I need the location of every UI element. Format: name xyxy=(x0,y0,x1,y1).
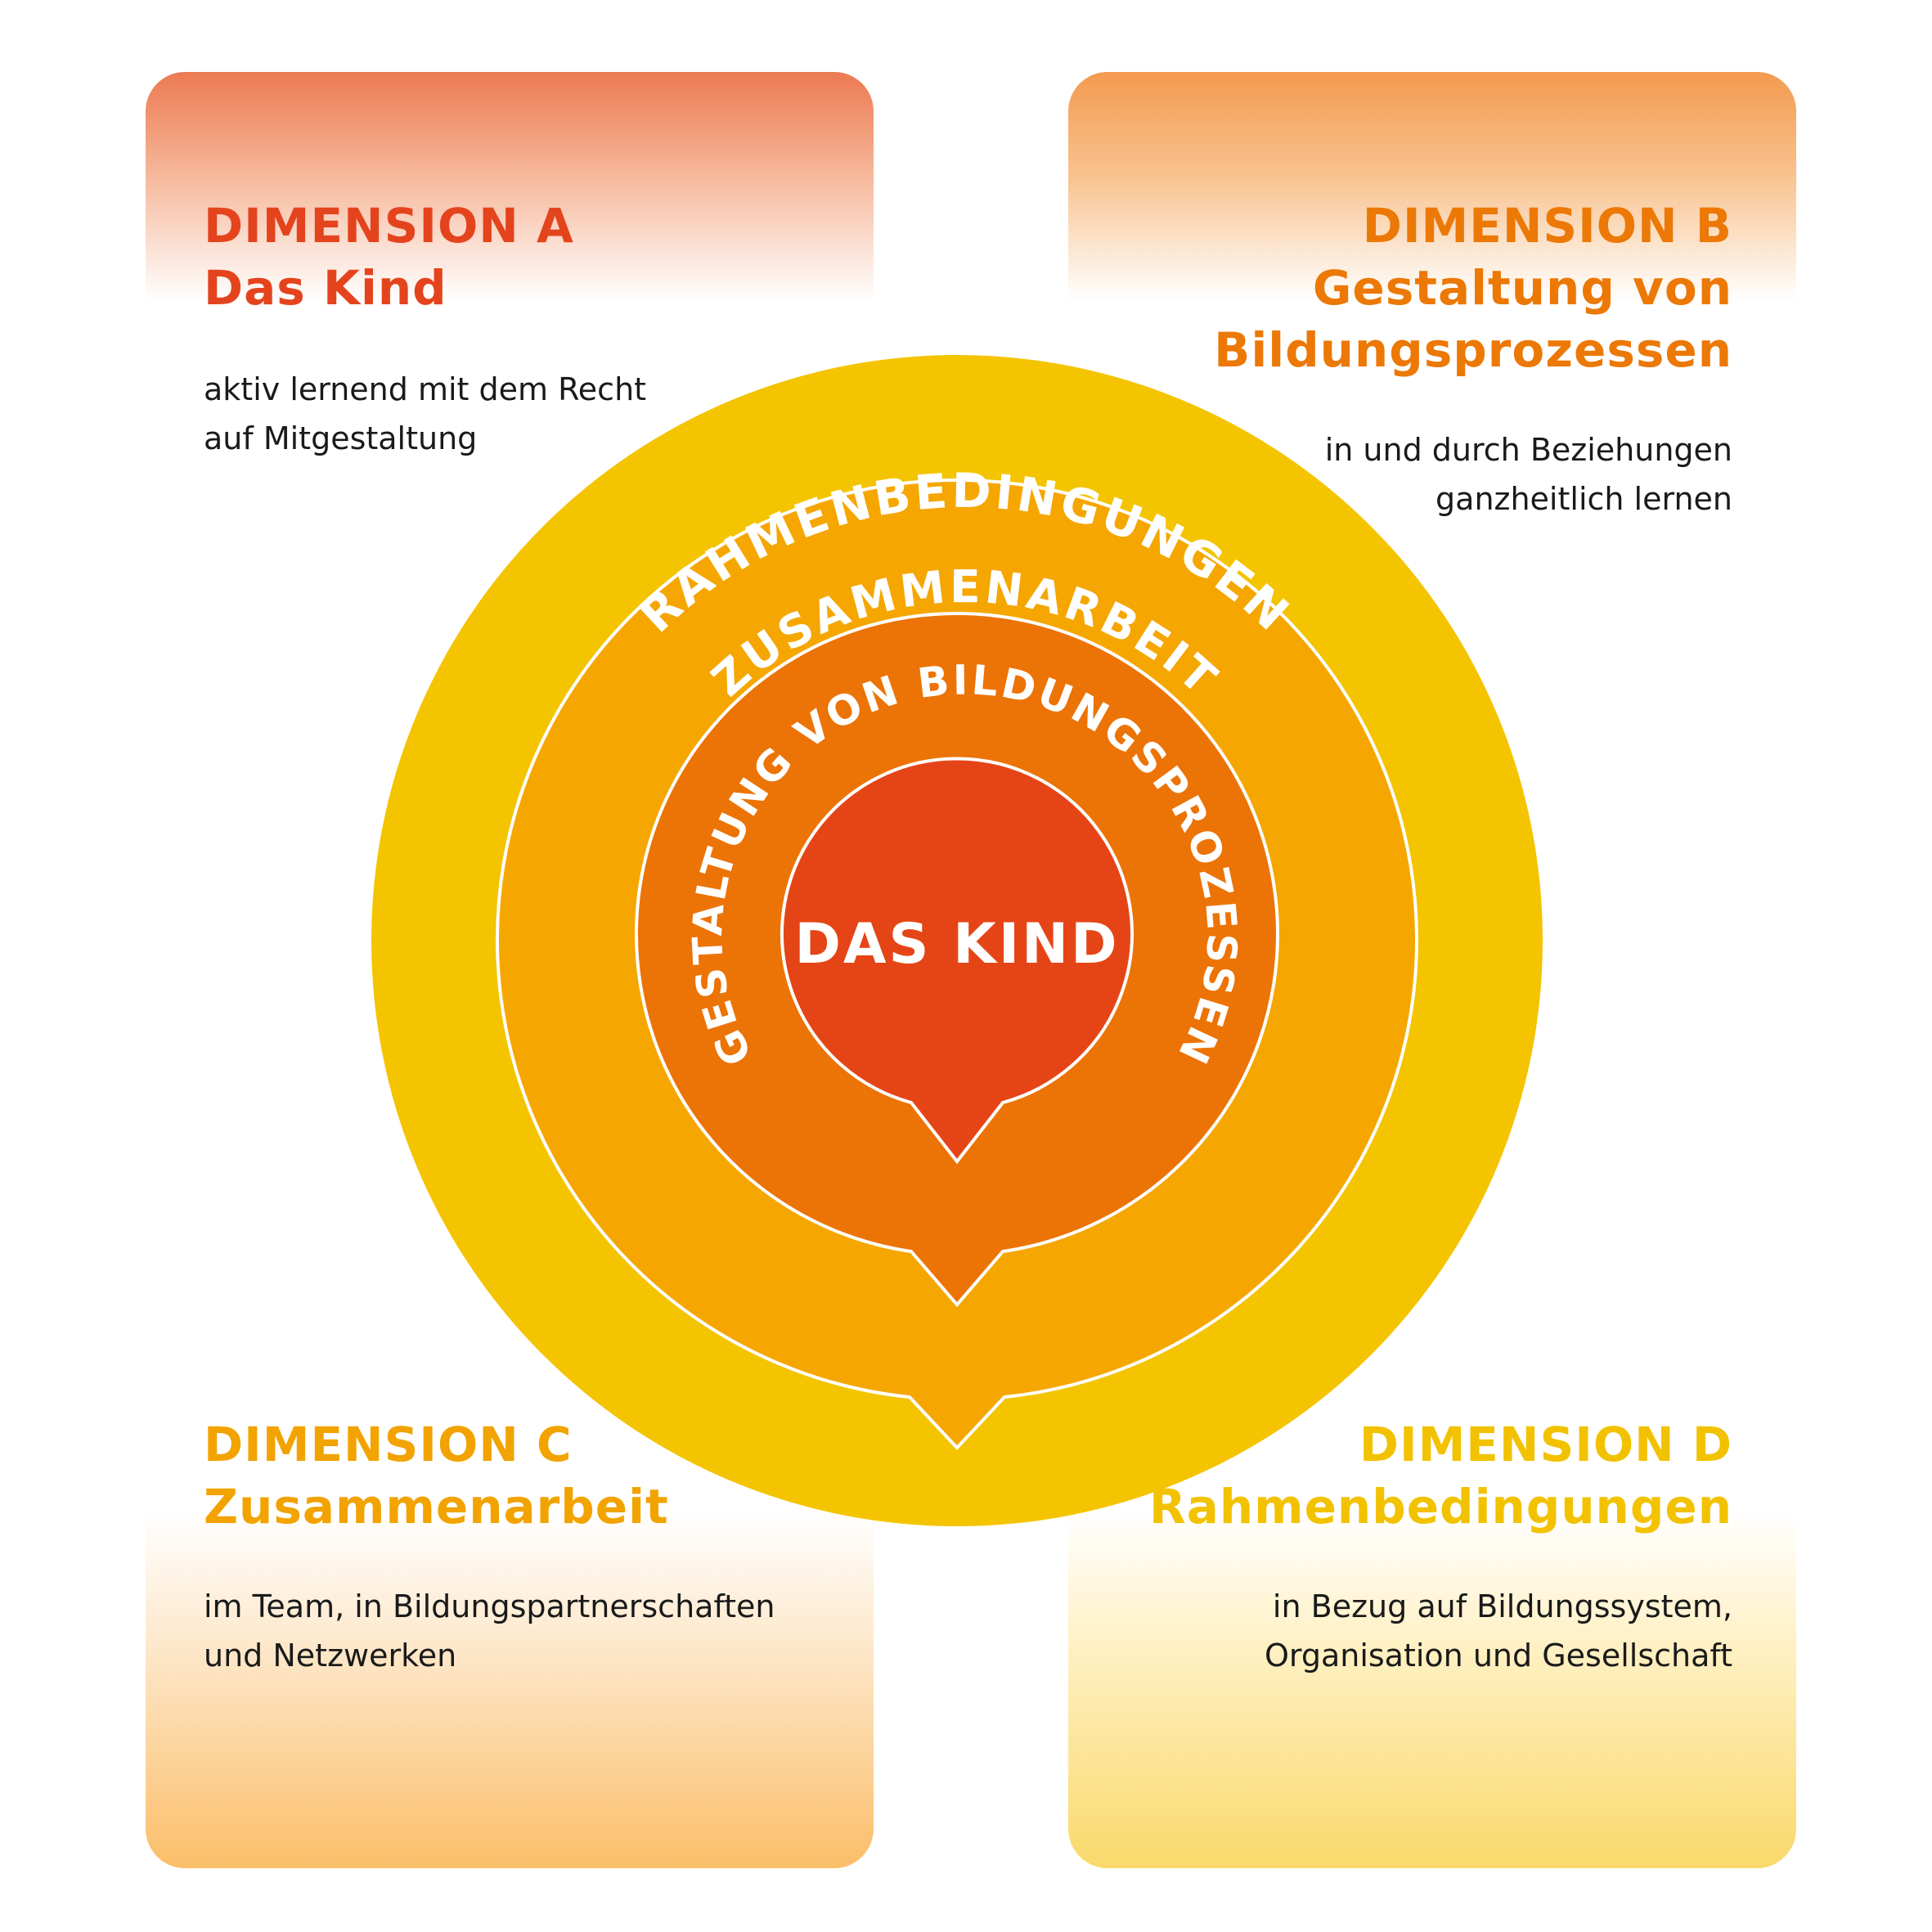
dimension-d-desc-line: in Bezug auf Bildungssystem, xyxy=(1272,1588,1732,1624)
dimension-a-heading: DIMENSION A Das Kind xyxy=(204,195,574,319)
dimension-b-heading: DIMENSION B Gestaltung von Bildungsproze… xyxy=(1214,195,1732,381)
dimension-d-label: DIMENSION D xyxy=(1359,1417,1732,1472)
dimension-c-desc-line: und Netzwerken xyxy=(204,1638,457,1674)
center-das-kind xyxy=(780,757,1134,1165)
dimension-b-desc-line: in und durch Beziehungen xyxy=(1324,432,1732,468)
dimension-b-title: Bildungsprozessen xyxy=(1214,322,1732,378)
dimension-b-description: in und durch Beziehungen ganzheitlich le… xyxy=(1325,425,1732,523)
dimension-d-title: Rahmenbedingungen xyxy=(1149,1479,1732,1534)
dimension-c-heading: DIMENSION C Zusammenarbeit xyxy=(204,1413,669,1538)
dimension-c-description: im Team, in Bildungspartnerschaften und … xyxy=(204,1582,775,1680)
dimension-a-label: DIMENSION A xyxy=(204,198,574,254)
dimension-b-desc-line: ganzheitlich lernen xyxy=(1436,481,1732,517)
dimension-a-title: Das Kind xyxy=(204,260,447,316)
dimension-a-description: aktiv lernend mit dem Recht auf Mitgesta… xyxy=(204,365,646,463)
dimension-d-description: in Bezug auf Bildungssystem, Organisatio… xyxy=(1265,1582,1732,1680)
dimension-d-heading: DIMENSION D Rahmenbedingungen xyxy=(1149,1413,1732,1538)
dimension-b-label: DIMENSION B xyxy=(1362,198,1732,254)
dimension-c-label: DIMENSION C xyxy=(204,1417,573,1472)
dimension-b-title: Gestaltung von xyxy=(1312,260,1732,316)
center-label-das-kind: DAS KIND xyxy=(794,912,1119,977)
dimension-a-desc-line: aktiv lernend mit dem Recht xyxy=(204,371,647,407)
dimension-c-title: Zusammenarbeit xyxy=(204,1479,669,1534)
dimension-c-desc-line: im Team, in Bildungspartnerschaften xyxy=(204,1588,775,1624)
dimension-a-desc-line: auf Mitgestaltung xyxy=(204,420,478,456)
dimension-d-desc-line: Organisation und Gesellschaft xyxy=(1264,1638,1732,1674)
